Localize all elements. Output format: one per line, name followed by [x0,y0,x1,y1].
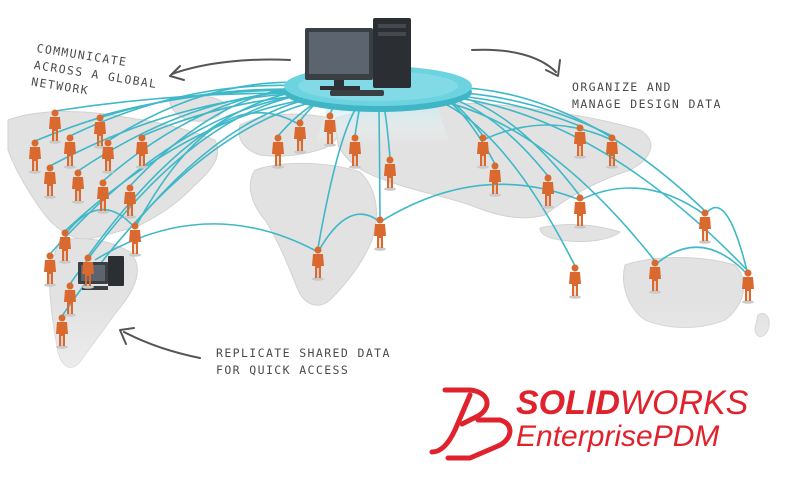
person-icon [82,254,94,289]
north-america-shape [7,111,219,241]
caption-replicate: Replicate shared data for quick access [216,345,391,379]
person-icon [59,229,71,264]
connection-line [482,124,613,141]
person-icon [574,124,586,159]
connection-line [379,183,581,223]
person-icon [489,162,501,197]
person-icon [44,164,56,199]
curved-arrow-icon [169,65,185,81]
logo-brand-bold: SOLID [516,384,620,422]
curved-arrow-icon [545,59,561,77]
dassault-systemes-logo-icon [429,387,513,461]
person-icon [374,216,386,251]
person-icon [699,209,711,244]
person-icon [312,246,324,281]
caption-line: manage design data [572,97,722,111]
caption-line: for quick access [216,363,350,377]
person-icon [29,139,41,174]
person-icon [272,134,284,169]
person-icon [124,184,136,219]
curved-arrow-icon [123,331,201,359]
annotation-arrows [119,48,561,359]
person-icon [294,119,306,154]
person-icon [742,269,754,304]
connection-line [94,223,319,261]
server-glow [315,100,450,145]
africa-shape [249,162,377,306]
caption-organize: Organize and manage design data [572,79,722,113]
person-icon [349,134,361,169]
person-icon [649,259,661,294]
person-icon [477,134,489,169]
people-group [29,109,754,349]
person-icon [72,169,84,204]
person-icon [136,134,148,169]
logo-brand-light: WORKS [619,384,749,422]
person-icon [49,109,61,144]
connection-line [579,187,706,216]
europe-shape [238,113,340,157]
person-icon [97,179,109,214]
connection-line [134,111,301,229]
person-icon [574,194,586,229]
caption-line: Replicate shared data [216,346,391,360]
person-icon [64,282,76,317]
caption-line: Organize and [572,80,672,94]
person-icon [102,139,114,174]
connection-line [317,213,381,253]
person-icon [542,174,554,209]
person-icon [606,134,618,169]
server-computer-icon [284,18,472,112]
solidworks-enterprisepdm-logo: SOLIDWORKS EnterprisePDM [432,382,772,462]
connection-line [654,246,749,276]
person-icon [384,156,396,191]
curved-arrow-icon [171,58,291,75]
logo-product-name: EnterprisePDM [516,420,720,453]
person-icon [64,134,76,169]
curved-arrow-icon [119,327,135,345]
map-fade [0,300,785,501]
curved-arrow-icon [471,48,557,73]
person-icon [324,112,336,147]
person-icon [129,222,141,257]
logo-brand: SOLIDWORKS [516,384,748,422]
connection-line [704,206,749,276]
person-icon [56,314,68,349]
person-icon [44,252,56,287]
person-icon [569,264,581,299]
